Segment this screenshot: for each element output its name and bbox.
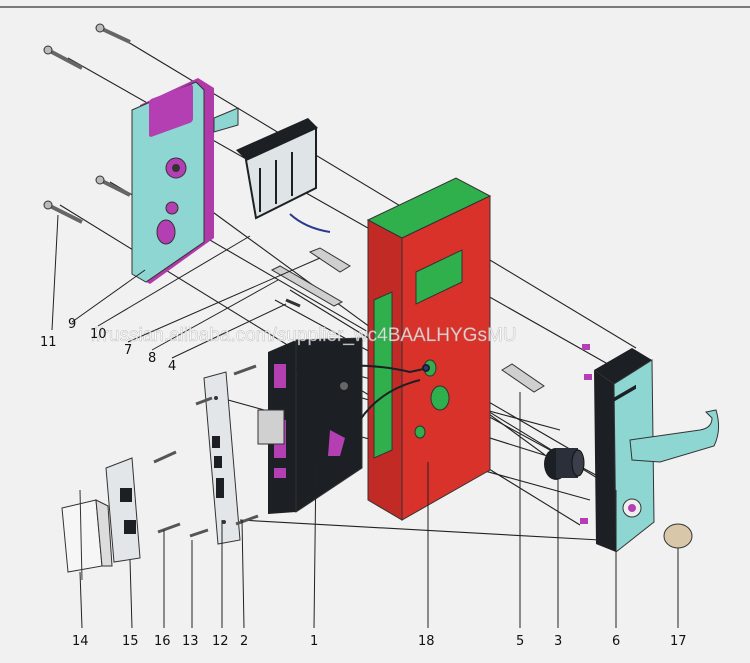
strike-plate (105, 457, 141, 563)
face-plate (203, 371, 241, 545)
part-label-1: 1 (310, 634, 318, 649)
part-label-9: 9 (68, 317, 76, 332)
lock-case (257, 337, 363, 514)
wiring (295, 364, 430, 421)
part-label-13: 13 (182, 634, 199, 649)
part-label-6: 6 (612, 634, 620, 649)
outer-handle-plate (580, 344, 720, 554)
leader-lines (51, 214, 679, 629)
part-label-15: 15 (122, 634, 139, 649)
card-reader-module (236, 118, 331, 233)
knob-cap (663, 523, 693, 549)
part-label-16: 16 (154, 634, 171, 649)
inner-cover-plate (131, 78, 239, 284)
watermark: //russian.alibaba.com/supplier_wc4BAALHY… (92, 325, 517, 346)
part-label-12: 12 (212, 634, 229, 649)
screws-mid-left (153, 364, 259, 538)
strike-box (61, 489, 113, 581)
spindle-rods (270, 247, 351, 308)
part-label-5: 5 (516, 634, 524, 649)
part-label-7: 7 (124, 343, 132, 358)
part-label-2: 2 (240, 634, 248, 649)
part-label-4: 4 (168, 359, 176, 374)
part-label-17: 17 (670, 634, 687, 649)
door-block (366, 177, 492, 521)
part-label-14: 14 (72, 634, 89, 649)
part-label-8: 8 (148, 351, 156, 366)
part-label-3: 3 (554, 634, 562, 649)
cylinder (544, 448, 585, 480)
part-label-10: 10 (90, 327, 107, 342)
part-label-11: 11 (40, 335, 57, 350)
part-label-18: 18 (418, 634, 435, 649)
spindle (501, 363, 545, 393)
part-labels: 11 9 10 7 8 4 14 15 16 13 12 2 1 18 5 3 … (40, 317, 687, 649)
screws-top-left (43, 23, 131, 224)
